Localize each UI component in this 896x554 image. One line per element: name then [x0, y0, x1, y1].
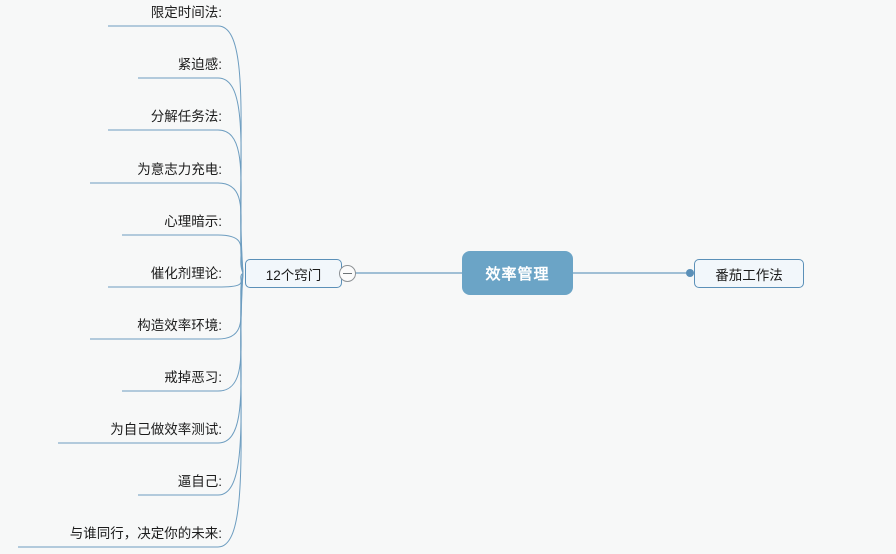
branch-label[interactable]: 催化剂理论: [150, 266, 222, 281]
branch-label[interactable]: 心理暗示: [164, 214, 222, 229]
branch-label[interactable]: 分解任务法: [150, 109, 222, 124]
minus-icon [343, 273, 352, 274]
root-node-efficiency-management[interactable]: 效率管理 [462, 251, 573, 295]
connector-dot-icon [686, 269, 694, 277]
collapse-toggle-icon[interactable] [339, 265, 356, 282]
branch-connector [108, 25, 244, 274]
branch-label[interactable]: 为意志力充电: [137, 162, 222, 177]
branch-label[interactable]: 紧迫感: [177, 57, 222, 72]
branch-label[interactable]: 逼自己: [177, 474, 222, 489]
branch-label[interactable]: 戒掉恶习: [164, 370, 222, 385]
node-12-tips[interactable]: 12个窍门 [245, 259, 342, 288]
branch-label[interactable]: 为自己做效率测试: [110, 422, 222, 437]
node-pomodoro-technique[interactable]: 番茄工作法 [694, 259, 804, 288]
branch-label[interactable]: 构造效率环境: [137, 318, 222, 333]
branch-connector [108, 129, 244, 274]
branch-label[interactable]: 与谁同行，决定你的未来: [69, 526, 222, 541]
branch-label[interactable]: 限定时间法: [150, 5, 222, 20]
